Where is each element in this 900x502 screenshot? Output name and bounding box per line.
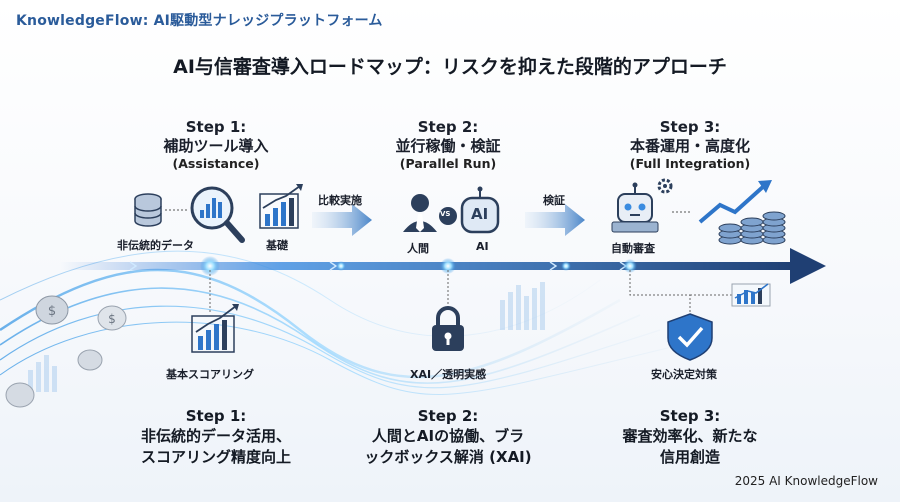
xai-label: XAI／透明実感 (410, 368, 487, 381)
shield-check-icon (667, 313, 713, 361)
outcome-3-label: Step 3: (659, 407, 721, 425)
step-1-english: (Assistance) (172, 155, 260, 171)
outcome-1-line1: 非伝統的データ活用、 (140, 427, 291, 446)
outcome-step-2: Step 2: 人間とAIの協働、ブラ ックボックス解消 (XAI) (328, 406, 568, 467)
mini-chart-icon (731, 283, 771, 307)
outcome-2-line2: ックボックス解消 (XAI) (364, 447, 532, 466)
compare-arrow (312, 204, 372, 236)
outcome-1-label: Step 1: (185, 407, 247, 425)
brand-title: KnowledgeFlow: AI駆動型ナレッジプラットフォーム (16, 13, 383, 29)
verify-arrow (525, 204, 585, 236)
connector-lines (209, 270, 740, 312)
step-3-name: 本番運用・高度化 (629, 136, 750, 155)
robot-icon (611, 182, 659, 233)
outcome-3-line2: 信用創造 (659, 447, 720, 466)
svg-text:$: $ (108, 312, 116, 326)
rising-arrow-coins-icon (698, 180, 786, 245)
step-2-english: (Parallel Run) (399, 155, 497, 171)
step-2-name: 並行稼働・検証 (395, 136, 501, 155)
human-label: 人間 (407, 242, 429, 255)
svg-text:$: $ (48, 304, 56, 319)
step-2-heading: Step 2: 並行稼働・検証 (Parallel Run) (348, 118, 548, 171)
ai-robot-icon (460, 186, 500, 234)
vs-label: VS (440, 210, 451, 218)
safety-label: 安心決定対策 (651, 368, 717, 381)
ai-badge-text: AI (471, 205, 489, 223)
outcome-2-label: Step 2: (417, 407, 479, 425)
verify-label: 検証 (543, 194, 565, 207)
timeline-arrow (60, 248, 826, 284)
step-2-label: Step 2: (417, 118, 479, 136)
footer-copyright: 2025 AI KnowledgeFlow (734, 474, 878, 488)
coin-icons: $ $ (5, 295, 127, 408)
growth-chart-icon (259, 184, 303, 229)
nontraditional-data-label: 非伝統的データ (117, 239, 194, 252)
background-bars (28, 282, 545, 392)
auto-review-label: 自動審査 (611, 242, 655, 255)
step-3-label: Step 3: (659, 118, 721, 136)
outcome-step-1: Step 1: 非伝統的データ活用、 スコアリング精度向上 (96, 406, 336, 467)
step-1-label: Step 1: (185, 118, 247, 136)
outcome-step-3: Step 3: 審査効率化、新たな 信用創造 (570, 406, 810, 467)
person-icon (403, 194, 437, 232)
step-3-heading: Step 3: 本番運用・高度化 (Full Integration) (590, 118, 790, 171)
foundation-label: 基礎 (266, 239, 288, 252)
outcome-2-line1: 人間とAIの協働、ブラ (371, 427, 525, 446)
step-3-english: (Full Integration) (629, 155, 751, 171)
gear-icon (657, 178, 673, 194)
outcome-1-line2: スコアリング精度向上 (140, 447, 291, 466)
basic-scoring-label: 基本スコアリング (166, 368, 254, 381)
database-icon (134, 193, 162, 227)
lock-icon (432, 306, 464, 351)
step-1-heading: Step 1: 補助ツール導入 (Assistance) (116, 118, 316, 171)
step-1-name: 補助ツール導入 (163, 136, 269, 155)
vs-badge (439, 207, 457, 225)
ai-label: AI (476, 240, 489, 253)
compare-label: 比較実施 (318, 194, 362, 207)
page-title: AI与信審査導入ロードマップ：リスクを抑えた段階的アプローチ (173, 56, 727, 78)
scoring-chart-icon (191, 304, 239, 353)
magnifier-chart-icon (190, 186, 245, 243)
outcome-3-line1: 審査効率化、新たな (622, 427, 758, 446)
